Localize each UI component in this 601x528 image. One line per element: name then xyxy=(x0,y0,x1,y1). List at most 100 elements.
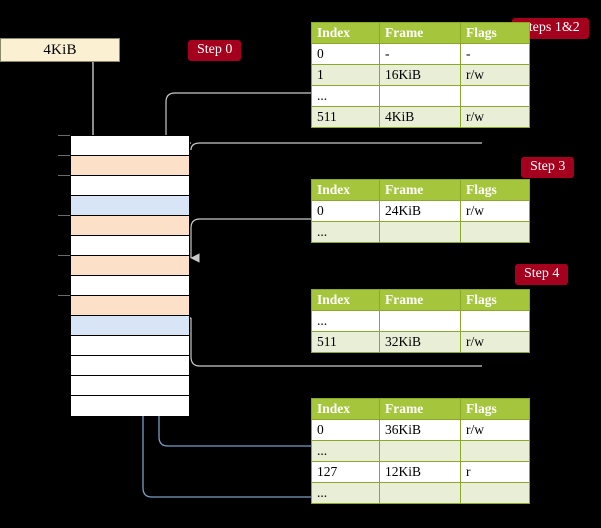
table-cell-flags: r/w xyxy=(460,331,530,353)
memory-frame-row xyxy=(71,316,189,336)
column-header-flags: Flags xyxy=(460,398,530,420)
column-header-index: Index xyxy=(311,289,380,311)
column-header-flags: Flags xyxy=(460,289,530,311)
table-cell-index: 127 xyxy=(311,461,380,483)
table-cell-frame xyxy=(379,440,461,462)
table-cell-frame xyxy=(379,221,461,243)
column-header-index: Index xyxy=(311,179,380,201)
memory-frame-row xyxy=(71,396,189,416)
table-cell-index: 511 xyxy=(311,106,380,128)
memory-tick xyxy=(58,175,70,176)
steps-1-2-text: Steps 1&2 xyxy=(521,20,580,35)
virtual-address-label: 4KiB xyxy=(43,41,77,58)
table-cell-frame: 24KiB xyxy=(379,200,461,222)
virtual-address-box: 4KiB xyxy=(0,38,120,62)
table-cell-index: ... xyxy=(311,310,380,332)
table-cell-frame: 32KiB xyxy=(379,331,461,353)
table-row: ... xyxy=(311,221,530,243)
table-cell-index: 0 xyxy=(311,43,380,65)
table-cell-index: ... xyxy=(311,221,380,243)
table-cell-index: ... xyxy=(311,482,380,504)
table-cell-frame: 12KiB xyxy=(379,461,461,483)
memory-frame-row xyxy=(71,256,189,276)
column-header-index: Index xyxy=(311,398,380,420)
memory-tick xyxy=(58,215,70,216)
table-row: ... xyxy=(311,310,530,332)
step-label-steps-1-2: Steps 1&2 xyxy=(512,18,589,39)
table-cell-index: 511 xyxy=(311,331,380,353)
memory-frame-row xyxy=(71,336,189,356)
table-cell-frame: - xyxy=(379,43,461,65)
step-4-text: Step 4 xyxy=(524,266,560,281)
table-cell-index: 0 xyxy=(311,419,380,441)
table-cell-frame: 4KiB xyxy=(379,106,461,128)
table-cell-flags: r/w xyxy=(460,64,530,86)
table-cell-index: ... xyxy=(311,440,380,462)
step-3-text: Step 3 xyxy=(530,159,566,174)
table-cell-flags: r/w xyxy=(460,200,530,222)
column-header-frame: Frame xyxy=(379,289,461,311)
memory-frame-row xyxy=(71,376,189,396)
table-cell-flags xyxy=(460,310,530,332)
step-0-text: Step 0 xyxy=(197,42,233,57)
wire-t1-511-out xyxy=(190,142,482,151)
column-header-frame: Frame xyxy=(379,22,461,44)
table-cell-index: 1 xyxy=(311,64,380,86)
memory-frame-row xyxy=(71,176,189,196)
memory-frame-row xyxy=(71,276,189,296)
table-cell-flags: - xyxy=(460,43,530,65)
memory-frame-row xyxy=(71,236,189,256)
table-row: ... xyxy=(311,482,530,504)
table-cell-frame xyxy=(379,85,461,107)
memory-frame-row xyxy=(71,196,189,216)
memory-tick xyxy=(58,255,70,256)
table-cell-flags: r/w xyxy=(460,106,530,128)
memory-frame-row xyxy=(71,136,189,156)
memory-frame-row xyxy=(71,356,189,376)
table-cell-frame: 16KiB xyxy=(379,64,461,86)
table-cell-frame xyxy=(379,482,461,504)
table-cell-flags: r xyxy=(460,461,530,483)
table-cell-index: ... xyxy=(311,85,380,107)
table-cell-flags xyxy=(460,440,530,462)
table-cell-index: 0 xyxy=(311,200,380,222)
step-label-step-0: Step 0 xyxy=(188,40,242,61)
physical-memory-column xyxy=(70,135,190,416)
table-cell-flags xyxy=(460,221,530,243)
table-cell-flags xyxy=(460,85,530,107)
memory-tick xyxy=(58,155,70,156)
memory-tick xyxy=(58,135,70,136)
table-cell-flags: r/w xyxy=(460,419,530,441)
memory-frame-row xyxy=(71,156,189,176)
table-cell-frame: 36KiB xyxy=(379,419,461,441)
step-label-step-4: Step 4 xyxy=(515,264,569,285)
table-cell-frame xyxy=(379,310,461,332)
table-row: ... xyxy=(311,85,530,107)
step-label-step-3: Step 3 xyxy=(521,157,575,178)
table-row: ... xyxy=(311,440,530,462)
column-header-frame: Frame xyxy=(379,179,461,201)
memory-frame-row xyxy=(71,216,189,236)
column-header-index: Index xyxy=(311,22,380,44)
column-header-flags: Flags xyxy=(460,22,530,44)
memory-frame-row xyxy=(71,296,189,316)
table-row: 0-- xyxy=(311,43,530,65)
table-cell-flags xyxy=(460,482,530,504)
memory-tick xyxy=(58,295,70,296)
column-header-flags: Flags xyxy=(460,179,530,201)
